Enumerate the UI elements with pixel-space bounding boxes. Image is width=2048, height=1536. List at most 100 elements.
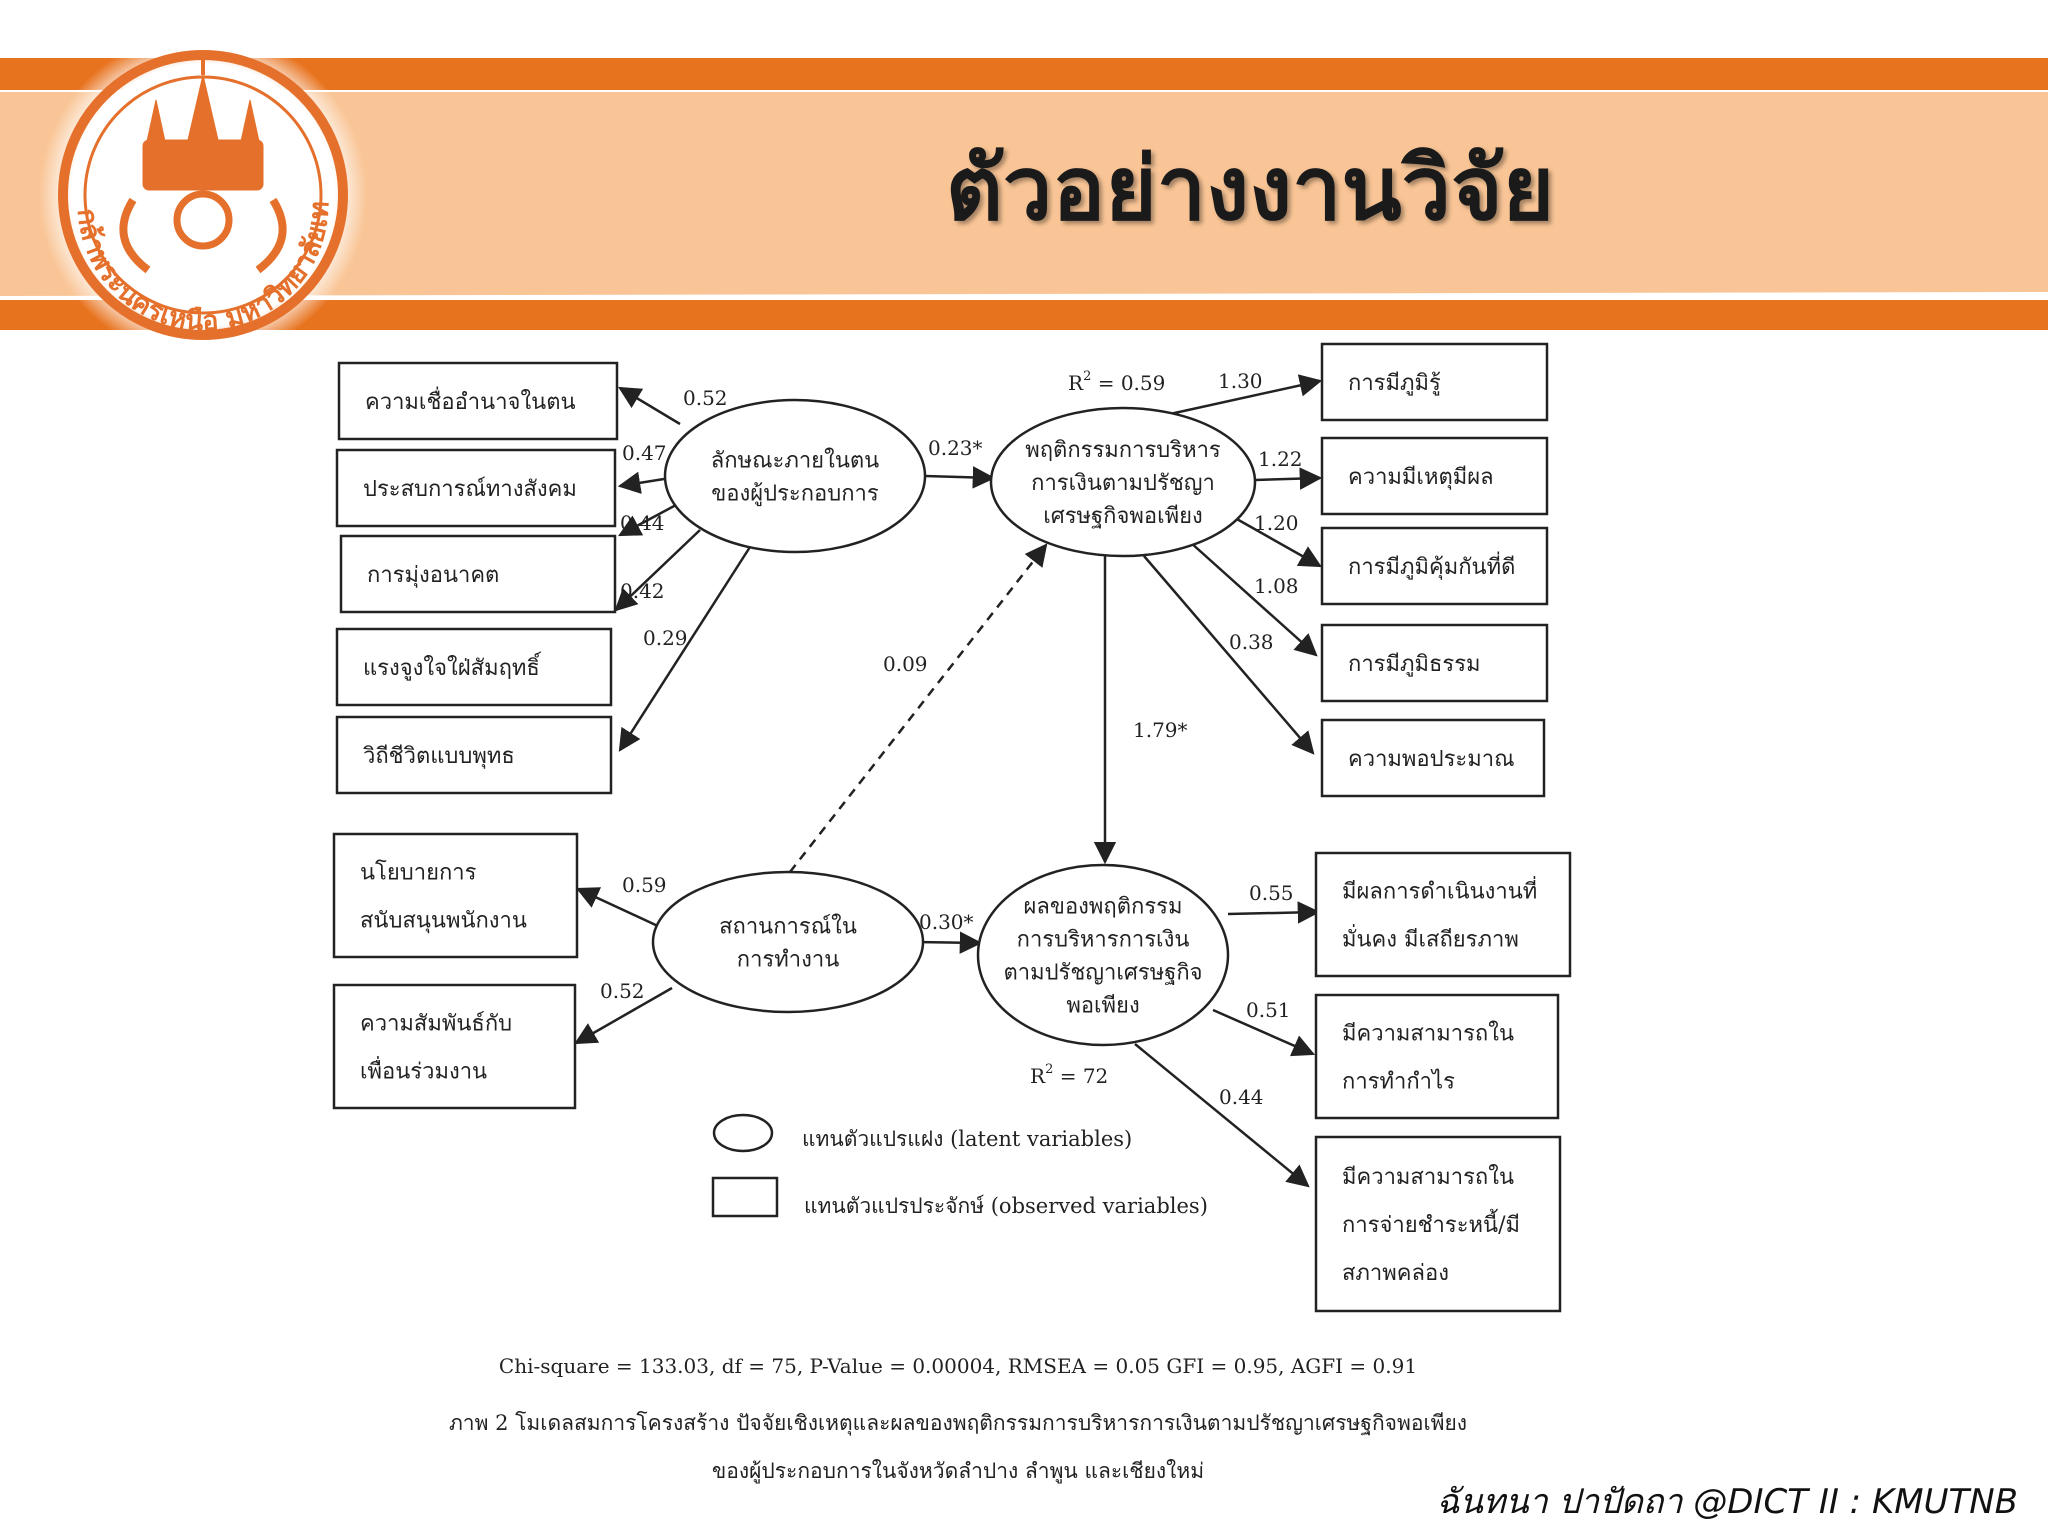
path-coefficient: 0.52 <box>683 386 728 410</box>
observed-label: การทำกำไร <box>1342 1069 1455 1095</box>
observed-label: มั่นคง มีเสถียรภาพ <box>1342 924 1519 953</box>
latent-label: การเงินตามปรัชญา <box>1031 471 1215 496</box>
latent-label: พฤติกรรมการบริหาร <box>1025 438 1221 463</box>
figure-caption-line-1: ภาพ 2 โมเดลสมการโครงสร้าง ปัจจัยเชิงเหตุ… <box>449 1411 1467 1436</box>
university-logo: พระจอมเกล้าพระนครเหนือ มหาวิทยาลัยเทคโนโ… <box>38 30 367 359</box>
observed-motive: แรงจูงใจใฝ่สัมฤทธิ์ <box>335 627 613 707</box>
top-orange-band <box>0 58 2048 90</box>
observed-future: การมุ่งอนาคต <box>339 534 617 614</box>
latent-label: พอเพียง <box>1066 994 1139 1019</box>
observed-debt: มีความสามารถในการจ่ายชำระหนี้/มีสภาพคล่อ… <box>1314 1135 1562 1313</box>
observed-label: เพื่อนร่วมงาน <box>360 1056 487 1085</box>
latent-label: การบริหารการเงิน <box>1017 928 1190 953</box>
latent-outcome: ผลของพฤติกรรมการบริหารการเงินตามปรัชญาเศ… <box>976 863 1230 1047</box>
path-arrow-characteristics-to-behavior <box>924 466 996 489</box>
path-coefficient: 1.20 <box>1254 511 1299 535</box>
path-arrows <box>574 374 1323 1188</box>
latent-behavior: พฤติกรรมการบริหารการเงินตามปรัชญาเศรษฐกิ… <box>989 406 1257 558</box>
figure-caption-line-2: ของผู้ประกอบการในจังหวัดลำปาง ลำพูน และเ… <box>712 1459 1204 1484</box>
observed-label: การจ่ายชำระหนี้/มี <box>1342 1209 1520 1238</box>
legend-observed-label: แทนตัวแปรประจักษ์ (observed variables) <box>804 1194 1208 1218</box>
path-coefficient: 0.42 <box>620 579 665 603</box>
latent-label: การทำงาน <box>737 948 839 973</box>
path-arrow-characteristics-to-obs_future <box>618 503 677 537</box>
path-arrow-workplace-to-obs_relation <box>574 986 673 1045</box>
observed-label: การมุ่งอนาคต <box>367 563 499 588</box>
latent-label: ลักษณะภายในตน <box>711 448 879 474</box>
observed-social: ประสบการณ์ทางสังคม <box>335 448 617 528</box>
legend-rectangle-icon <box>711 1176 779 1218</box>
observed-performance: มีผลการดำเนินงานที่มั่นคง มีเสถียรภาพ <box>1314 851 1572 978</box>
observed-label: ความสัมพันธ์กับ <box>360 1012 512 1037</box>
observed-locus: ความเชื่ออำนาจในตน <box>337 361 619 441</box>
path-arrow-behavior-to-obs_knowledge <box>1169 374 1323 416</box>
observed-label: การมีภูมิรู้ <box>1348 371 1441 396</box>
latent-label: ตามปรัชญาเศรษฐกิจ <box>1003 961 1202 986</box>
path-arrow-characteristics-to-obs_motive <box>614 529 701 612</box>
observed-label: มีความสามารถใน <box>1342 1021 1514 1047</box>
path-coefficient: 0.47 <box>622 441 667 465</box>
r2-outcome: R2 = 72 <box>1030 1062 1108 1088</box>
path-coefficient: 1.30 <box>1218 369 1263 393</box>
legend-latent-label: แทนตัวแปรแฝง (latent variables) <box>802 1127 1132 1151</box>
observed-label: สนับสนุนพนักงาน <box>360 909 527 934</box>
crown-emblem-icon <box>119 60 287 274</box>
path-coefficient: 0.55 <box>1249 881 1294 905</box>
observed-label: ความพอประมาณ <box>1348 747 1515 772</box>
path-coefficient: 0.44 <box>1219 1085 1264 1109</box>
observed-label: มีผลการดำเนินงานที่ <box>1342 876 1537 905</box>
observed-label: ความเชื่ออำนาจในตน <box>365 386 576 415</box>
path-arrow-outcome-to-obs_performance <box>1227 901 1321 924</box>
path-arrow-behavior-to-obs_moderation <box>1143 555 1315 755</box>
observed-reason: ความมีเหตุมีผล <box>1320 436 1549 516</box>
observed-label: การมีภูมิธรรม <box>1348 652 1481 677</box>
path-coefficient: 0.38 <box>1229 630 1274 654</box>
path-coefficient: 0.59 <box>622 873 667 897</box>
observed-label: การมีภูมิคุ้มกันที่ดี <box>1348 551 1515 580</box>
path-coefficient: 0.23* <box>928 436 983 460</box>
path-coefficient: 0.09 <box>883 652 928 676</box>
observed-relation: ความสัมพันธ์กับเพื่อนร่วมงาน <box>332 983 577 1110</box>
author-credit: ฉันทนา ปาปัดถา @DICT II : KMUTNB <box>1436 1482 2018 1522</box>
light-band <box>0 92 2048 300</box>
path-arrow-behavior-to-obs_virtue <box>1189 541 1318 657</box>
path-coefficient: 0.52 <box>600 979 645 1003</box>
latent-label: ของผู้ประกอบการ <box>711 482 879 507</box>
path-arrow-characteristics-to-obs_social <box>617 471 665 494</box>
slide-title: ตัวอย่างงานวิจัย <box>945 137 1555 240</box>
observed-knowledge: การมีภูมิรู้ <box>1320 342 1549 422</box>
observed-label: ความมีเหตุมีผล <box>1348 465 1494 490</box>
observed-virtue: การมีภูมิธรรม <box>1320 623 1549 703</box>
path-arrow-behavior-to-obs_immunity <box>1234 516 1322 568</box>
bottom-orange-band <box>0 300 2048 330</box>
path-coefficient: 1.08 <box>1254 574 1299 598</box>
path-arrow-outcome-to-obs_debt <box>1134 1043 1310 1188</box>
r2-behavior: R2 = 0.59 <box>1068 369 1165 395</box>
path-coefficient: 0.51 <box>1246 998 1291 1022</box>
observed-label: แรงจูงใจใฝ่สัมฤทธิ์ <box>363 652 542 681</box>
legend-ellipse-icon <box>712 1113 774 1153</box>
latent-label: เศรษฐกิจพอเพียง <box>1043 504 1203 529</box>
path-arrow-workplace-to-behavior <box>789 543 1048 873</box>
observed-immunity: การมีภูมิคุ้มกันที่ดี <box>1320 526 1549 606</box>
white-wedge <box>0 292 2048 300</box>
path-arrow-workplace-to-obs_policy <box>575 887 661 929</box>
path-coefficients: 0.520.470.440.420.290.23*1.301.221.201.0… <box>600 369 1303 1109</box>
latent-label: สถานการณ์ใน <box>719 914 857 940</box>
path-arrow-outcome-to-obs_profit <box>1212 1008 1316 1057</box>
path-arrow-characteristics-to-obs_buddhist <box>618 546 752 752</box>
observed-label: วิถีชีวิตแบบพุทธ <box>362 744 514 769</box>
observed-buddhist: วิถีชีวิตแบบพุทธ <box>335 715 613 795</box>
path-coefficient: 1.79* <box>1133 718 1188 742</box>
path-coefficient: 0.29 <box>643 626 688 650</box>
observed-label: มีความสามารถใน <box>1342 1164 1514 1190</box>
observed-moderation: ความพอประมาณ <box>1320 718 1546 798</box>
path-arrow-workplace-to-outcome <box>915 931 983 954</box>
model-fit-statistics: Chi-square = 133.03, df = 75, P-Value = … <box>499 1354 1417 1378</box>
